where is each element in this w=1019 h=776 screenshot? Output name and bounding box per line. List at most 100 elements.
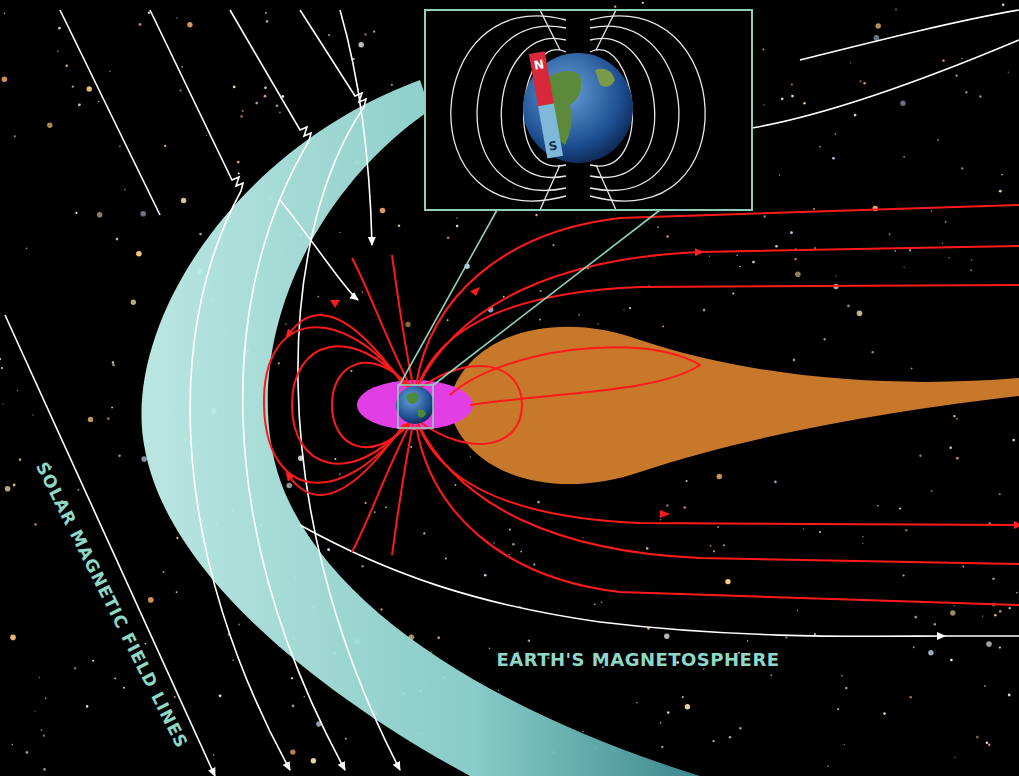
inset-frame — [425, 10, 752, 210]
field-line-arrows — [330, 287, 670, 518]
star — [176, 17, 177, 18]
star — [174, 696, 176, 698]
star — [779, 174, 781, 176]
star — [176, 537, 178, 539]
star — [949, 257, 950, 258]
star — [945, 221, 947, 223]
star — [537, 501, 540, 504]
star — [362, 291, 364, 293]
star — [642, 2, 644, 4]
star — [790, 231, 793, 234]
star — [710, 545, 712, 547]
star — [278, 362, 280, 364]
star — [999, 493, 1001, 495]
star — [986, 742, 988, 744]
star — [900, 101, 905, 106]
star — [664, 634, 669, 639]
star — [276, 104, 279, 107]
star — [199, 233, 202, 236]
star — [1016, 592, 1018, 594]
star — [12, 744, 13, 745]
star — [119, 146, 120, 147]
star — [956, 418, 958, 420]
star — [43, 768, 46, 771]
star — [136, 251, 142, 257]
star — [447, 319, 449, 321]
star — [763, 49, 765, 51]
star — [614, 5, 616, 7]
star — [955, 757, 956, 758]
star — [107, 417, 110, 420]
solar-field-lines — [5, 10, 1019, 776]
star — [850, 62, 852, 64]
star — [0, 358, 1, 360]
star — [43, 735, 45, 737]
star — [285, 323, 287, 325]
star — [41, 729, 43, 731]
zoom-box — [398, 385, 433, 428]
star — [971, 259, 972, 260]
star — [34, 523, 37, 526]
star — [131, 300, 136, 305]
star — [682, 696, 684, 698]
star — [489, 648, 491, 650]
star — [950, 610, 955, 615]
star — [598, 323, 599, 324]
star — [139, 23, 142, 26]
star — [739, 266, 740, 267]
star — [47, 123, 52, 128]
star — [914, 616, 917, 619]
star — [385, 507, 387, 509]
star — [242, 110, 244, 112]
star — [911, 368, 913, 370]
star — [889, 233, 891, 235]
star — [494, 542, 495, 543]
star — [112, 364, 115, 367]
star — [109, 70, 111, 72]
star — [803, 102, 805, 104]
star — [824, 338, 826, 340]
star — [438, 637, 440, 639]
star — [795, 258, 797, 260]
star — [841, 675, 843, 677]
star — [979, 95, 981, 97]
star — [717, 526, 719, 528]
star — [75, 212, 77, 214]
star — [904, 267, 905, 268]
star — [164, 145, 166, 147]
star — [950, 659, 953, 662]
star — [684, 506, 687, 509]
star — [163, 571, 165, 573]
star — [666, 235, 668, 237]
star — [410, 446, 412, 448]
star — [520, 551, 522, 553]
star — [45, 698, 46, 699]
star — [703, 309, 706, 312]
star — [19, 458, 22, 461]
inset-content — [451, 11, 705, 209]
star — [238, 172, 240, 174]
star — [145, 643, 147, 645]
star — [334, 458, 336, 460]
star — [785, 637, 787, 639]
star — [219, 694, 222, 697]
star — [255, 102, 258, 105]
star — [535, 214, 537, 216]
star — [931, 490, 933, 492]
star — [636, 702, 638, 704]
star — [503, 296, 505, 298]
star — [456, 225, 459, 228]
star — [238, 623, 240, 625]
star — [179, 89, 181, 91]
star — [835, 133, 837, 135]
star — [660, 722, 662, 724]
star — [883, 712, 886, 715]
star — [660, 519, 661, 520]
star — [10, 635, 16, 641]
star — [813, 208, 815, 210]
star — [764, 104, 765, 105]
star — [233, 660, 234, 661]
star — [359, 42, 364, 47]
star — [814, 633, 816, 635]
